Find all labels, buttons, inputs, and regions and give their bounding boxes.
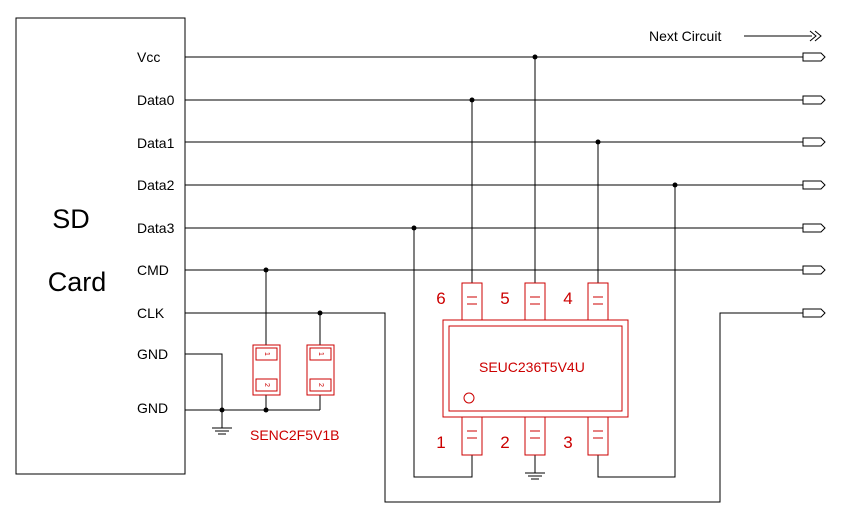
- junction-dot: [219, 407, 225, 413]
- pin-label-data2: Data2: [137, 177, 175, 193]
- wire-pin1: [413, 228, 473, 478]
- chip-pin-number-3: 3: [563, 433, 572, 452]
- next-circuit-label: Next Circuit: [649, 28, 721, 44]
- wire-pin3: [597, 185, 676, 478]
- chip-pin-pad-1: [461, 416, 483, 456]
- junction-dot: [263, 267, 269, 273]
- chip-pin1-marker: [463, 392, 475, 404]
- connector-terminal: [802, 308, 826, 318]
- tvs-diode-2-pin-bottom: 2: [317, 383, 324, 387]
- tvs-diode-1-pin-bottom: 2: [263, 383, 270, 387]
- connector-terminal: [802, 52, 826, 62]
- pin-label-data0: Data0: [137, 92, 175, 108]
- chip-pin-pad-4: [587, 282, 609, 321]
- sd-card-label-sd: SD: [52, 204, 90, 234]
- pin-label-data3: Data3: [137, 220, 175, 236]
- tvs-diode-1-pin-top: 1: [263, 352, 270, 356]
- tvs-diode-1: [252, 344, 281, 396]
- connector-terminals: [802, 52, 826, 318]
- chip-pin-pad-6: [461, 282, 483, 321]
- sd-card-block: [15, 17, 186, 475]
- connector-terminal: [802, 180, 826, 190]
- tvs-diode-2: [306, 344, 335, 396]
- tvs-array-pin-numbers: 6 5 4 1 2 3: [436, 289, 572, 452]
- junction-dots: [219, 54, 678, 413]
- pin-label-data1: Data1: [137, 135, 175, 151]
- chip-pin-number-5: 5: [500, 289, 509, 308]
- chip-body-inner: [448, 325, 623, 412]
- pin-label-clk: CLK: [137, 305, 165, 321]
- junction-dot: [532, 54, 538, 60]
- chip-pin-number-6: 6: [436, 289, 445, 308]
- signal-wires: [185, 30, 822, 503]
- next-circuit-arrowhead-2: [814, 30, 822, 42]
- tvs-diodes-part-label: SENC2F5V1B: [250, 427, 339, 443]
- pin-label-vcc: Vcc: [137, 49, 160, 65]
- sd-card-label-card: Card: [48, 267, 107, 297]
- connector-terminal: [802, 223, 826, 233]
- ground-symbol-pin2: [525, 472, 545, 480]
- junction-dot: [672, 182, 678, 188]
- chip-pin-pad-2: [524, 416, 546, 456]
- tvs-array-chip: [442, 282, 629, 456]
- chip-pin-pad-3: [587, 416, 609, 456]
- junction-dot: [595, 139, 601, 145]
- tvs-diode-2-pin-top: 1: [317, 352, 324, 356]
- wire-clk: [185, 312, 803, 503]
- pin-label-gnd-2: GND: [137, 400, 168, 416]
- sd-pin-labels: Vcc Data0 Data1 Data2 Data3 CMD CLK GND …: [137, 49, 175, 416]
- connector-terminal: [802, 95, 826, 105]
- junction-dot: [469, 97, 475, 103]
- pin-label-cmd: CMD: [137, 262, 169, 278]
- connector-terminal: [802, 137, 826, 147]
- junction-dot: [317, 310, 323, 316]
- chip-pin-number-4: 4: [563, 289, 572, 308]
- connector-terminal: [802, 265, 826, 275]
- tvs-array-part-label: SEUC236T5V4U: [479, 359, 585, 375]
- chip-pin-number-1: 1: [436, 433, 445, 452]
- next-circuit-arrowhead-1: [809, 30, 817, 42]
- pin-label-gnd-1: GND: [137, 346, 168, 362]
- wire-gnd-1: [185, 353, 223, 410]
- ground-symbol-left: [212, 427, 232, 435]
- chip-pin-number-2: 2: [500, 433, 509, 452]
- junction-dot: [263, 407, 269, 413]
- junction-dot: [411, 225, 417, 231]
- chip-pin-pad-5: [524, 282, 546, 321]
